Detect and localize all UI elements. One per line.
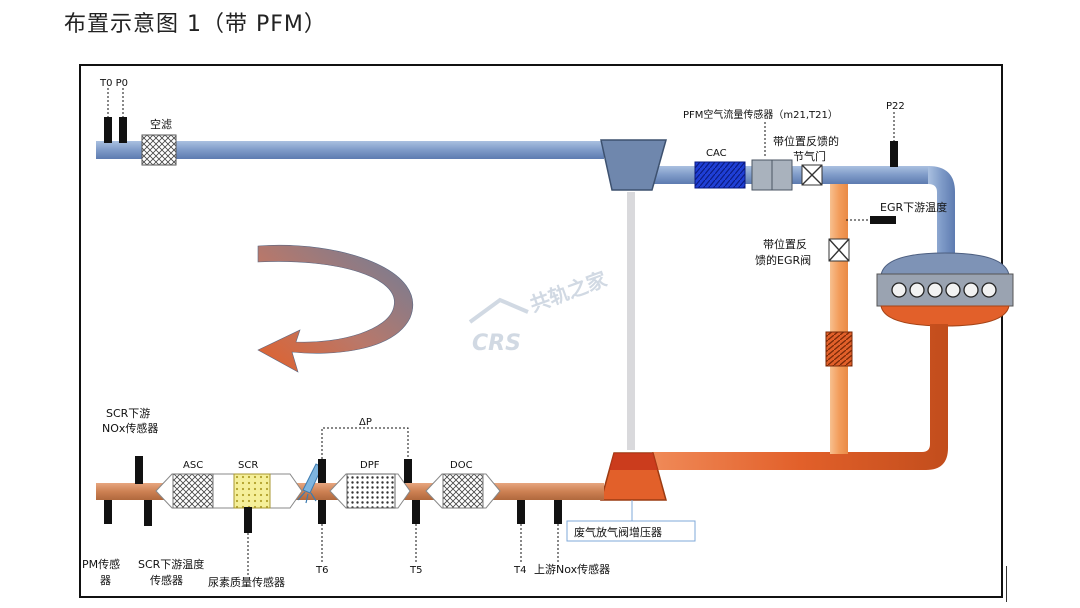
egr-temp-sensor-icon (870, 216, 896, 224)
asc-catalyst-icon (172, 473, 214, 509)
pm-sensor-icon (104, 500, 112, 524)
delta-p-label: ΔP (359, 417, 372, 428)
turbine-shade (609, 453, 658, 470)
delta-p-bracket (321, 427, 409, 459)
scr-catalyst-icon (233, 473, 271, 509)
urea-quality-sensor-icon (244, 507, 252, 533)
watermark-logo-icon (468, 297, 529, 324)
exhaust-pipe (652, 324, 948, 470)
t6-label: T6 (315, 565, 328, 576)
dpf-filter-icon (346, 473, 396, 509)
t5-sensor-icon (412, 500, 420, 524)
air-filter-icon (141, 134, 177, 166)
dp-sensor-left-icon (318, 459, 326, 483)
watermark-text: 共轨之家 (527, 266, 611, 316)
doc-label: DOC (450, 460, 473, 471)
egr-cooler-icon (825, 331, 853, 367)
divider-line (1006, 566, 1007, 602)
scr-down-temp-label-line2: 传感器 (150, 574, 183, 587)
turbo-shaft (627, 192, 635, 450)
pm-sensor-label-line2: 器 (100, 574, 111, 587)
air-filter-label: 空滤 (150, 117, 172, 131)
throttle-valve-icon (801, 164, 823, 186)
diagram-frame (79, 64, 1003, 598)
cac-label: CAC (706, 148, 727, 159)
dp-sensor-right-icon (404, 459, 412, 483)
intake-pipe (96, 141, 955, 258)
intake-elbow (928, 166, 955, 258)
intake-pipe-segment (96, 141, 604, 159)
t4-sensor-icon (517, 500, 525, 524)
urea-quality-sensor-label: 尿素质量传感器 (208, 576, 285, 589)
engine-icon (876, 252, 1014, 327)
scr-down-nox-sensor-icon (135, 456, 143, 484)
p0-sensor-icon (119, 117, 127, 143)
watermark-logo: CRS (472, 331, 521, 356)
egr-downstream-temp-label: EGR下游温度 (880, 200, 947, 214)
t5-label: T5 (409, 565, 422, 576)
asc-label: ASC (183, 460, 203, 471)
t4-label: T4 (513, 565, 526, 576)
flow-arrow-icon (257, 244, 413, 373)
egr-valve-label-line1: 带位置反 (763, 237, 807, 251)
upstream-nox-sensor-icon (554, 500, 562, 524)
p22-sensor-icon (890, 141, 898, 167)
scr-down-nox-label-line1: SCR下游 (106, 407, 150, 420)
t6-sensor-icon (318, 500, 326, 524)
wastegate-label-box (566, 520, 696, 542)
compressor (600, 139, 667, 191)
scr-down-nox-label-line2: NOx传感器 (102, 422, 158, 435)
upstream-nox-label: 上游Nox传感器 (534, 563, 610, 576)
urea-spray-icon (297, 491, 317, 504)
pfm-sensor-label: PFM空气流量传感器（m21,T21） (683, 108, 838, 121)
t0-sensor-icon (104, 117, 112, 143)
egr-pipe (830, 184, 848, 454)
page-title: 布置示意图 1（带 PFM） (64, 12, 327, 37)
doc-catalyst-icon (442, 473, 484, 509)
watermark: CRS 共轨之家 (468, 266, 611, 356)
throttle-label-line2: 节气门 (793, 149, 826, 163)
dpf-label: DPF (360, 460, 380, 471)
p22-label: P22 (886, 101, 905, 112)
egr-valve-icon (828, 238, 850, 262)
scr-label: SCR (238, 460, 258, 471)
egr-valve-label-line2: 馈的EGR阀 (755, 253, 811, 267)
wastegate-turbo-label: 废气放气阀增压器 (574, 525, 662, 539)
cac-cooler-icon (694, 161, 746, 189)
t0-p0-label: T0 P0 (99, 78, 128, 89)
scr-down-temp-sensor-icon (144, 500, 152, 526)
pm-sensor-label-line1: PM传感 (82, 558, 120, 571)
sensors-lower (104, 427, 633, 575)
throttle-label-line1: 带位置反馈的 (773, 134, 839, 148)
sensors-upper (104, 88, 898, 224)
scr-down-temp-label-line1: SCR下游温度 (138, 557, 204, 571)
